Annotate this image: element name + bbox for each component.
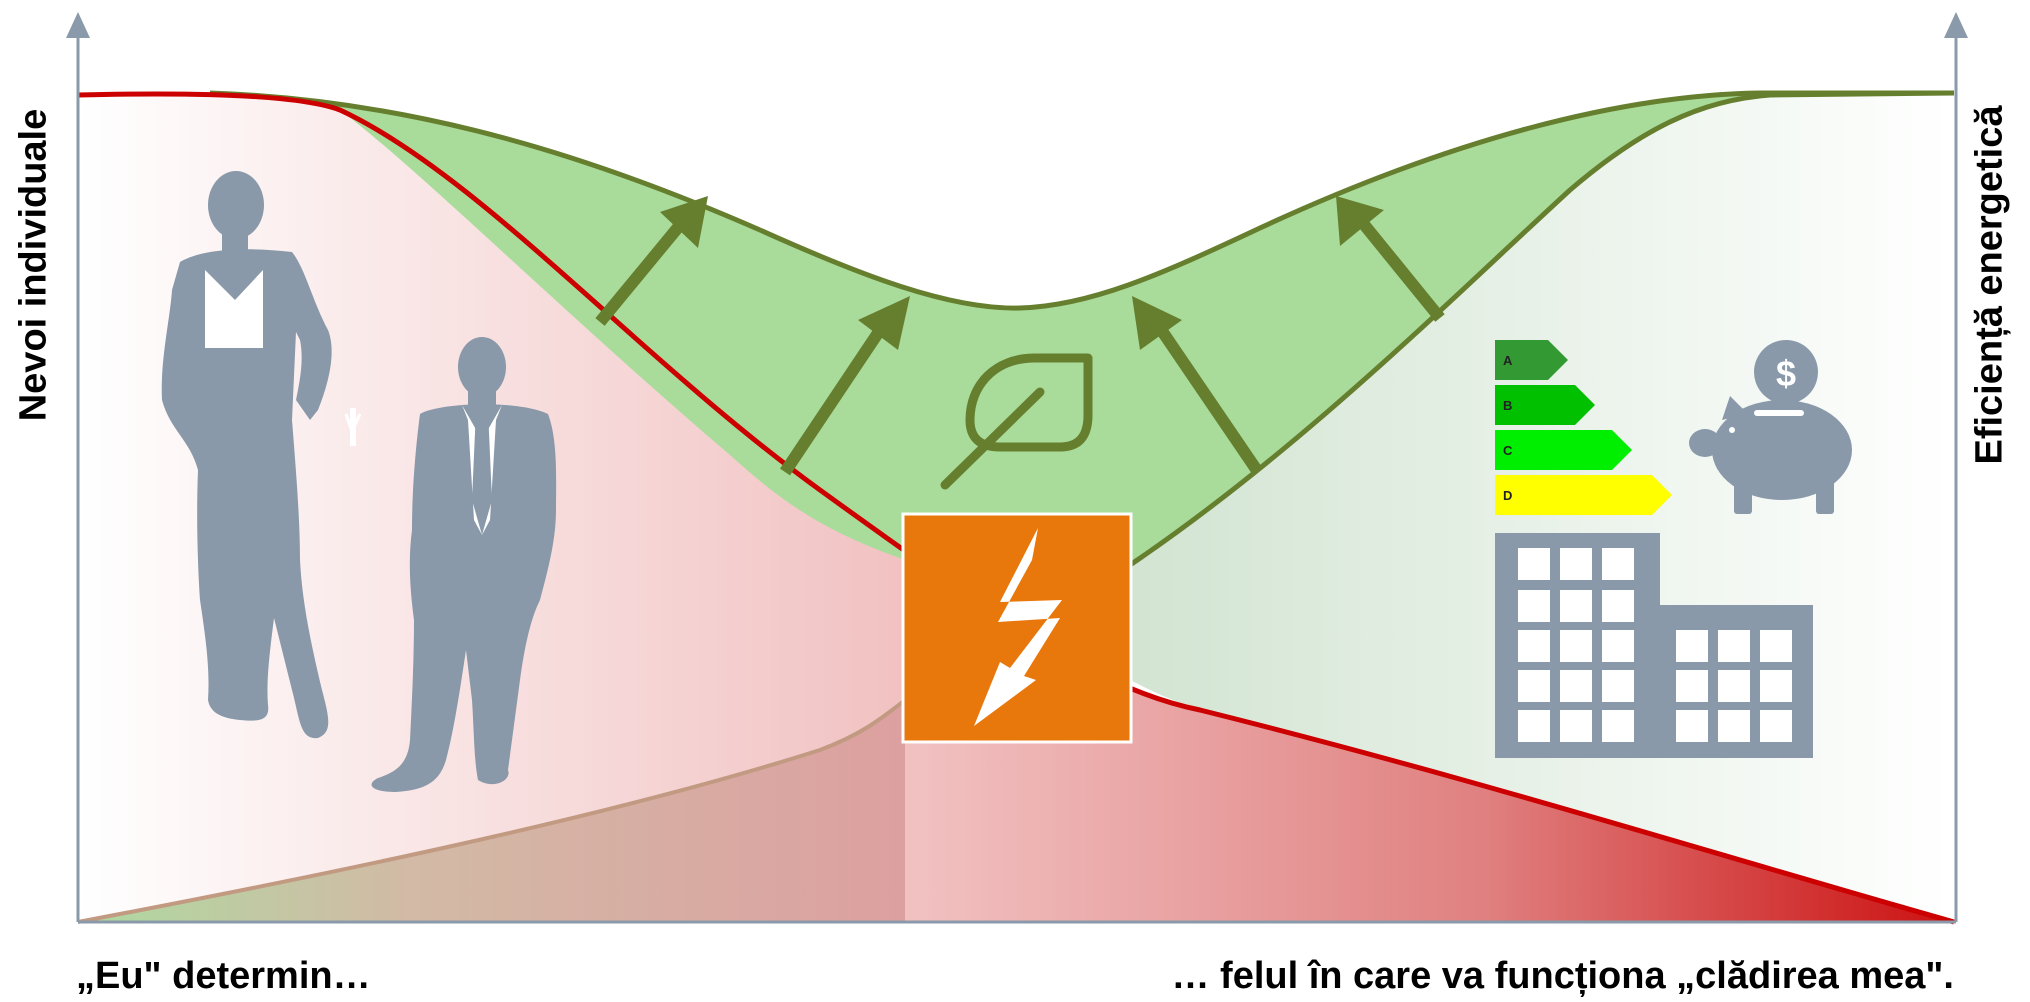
arrow-2 <box>780 296 910 476</box>
building-icon <box>1495 533 1813 758</box>
piggy-bank-icon: $ <box>1689 340 1852 514</box>
grade-c-bar <box>1495 430 1632 470</box>
left-axis-label: Nevoi individuale <box>12 108 55 422</box>
caption-left: „Eu" determin… <box>76 955 371 997</box>
caption-right: … felul în care va funcționa „clădirea m… <box>1171 955 1954 997</box>
green-region <box>210 93 1954 565</box>
arrow-4 <box>1336 196 1445 322</box>
lightning-icon <box>901 512 1133 744</box>
woman-silhouette <box>161 171 362 739</box>
grade-d-label: D <box>1503 488 1512 503</box>
axes <box>66 12 1968 924</box>
grade-b-label: B <box>1503 398 1512 413</box>
arrow-3 <box>1132 296 1263 476</box>
grade-d-bar <box>1495 475 1672 515</box>
man-silhouette <box>371 337 557 792</box>
bottom-region <box>78 700 905 922</box>
right-axis-label: Eficiență energetică <box>1968 105 2011 465</box>
grade-a-bar <box>1495 340 1568 380</box>
leaf-icon <box>940 353 1093 490</box>
svg-text:$: $ <box>1776 353 1796 394</box>
grade-a-label: A <box>1503 353 1513 368</box>
red-curve <box>77 91 1955 925</box>
energy-label-icon: A B C D <box>1495 340 1672 515</box>
bottom-curve <box>77 698 907 924</box>
arrow-1 <box>595 196 708 326</box>
red-region <box>78 93 1954 922</box>
improvement-arrows <box>595 196 1445 476</box>
green-curve-upper <box>209 90 1954 311</box>
grade-c-label: C <box>1503 443 1513 458</box>
grade-b-bar <box>1495 385 1595 425</box>
